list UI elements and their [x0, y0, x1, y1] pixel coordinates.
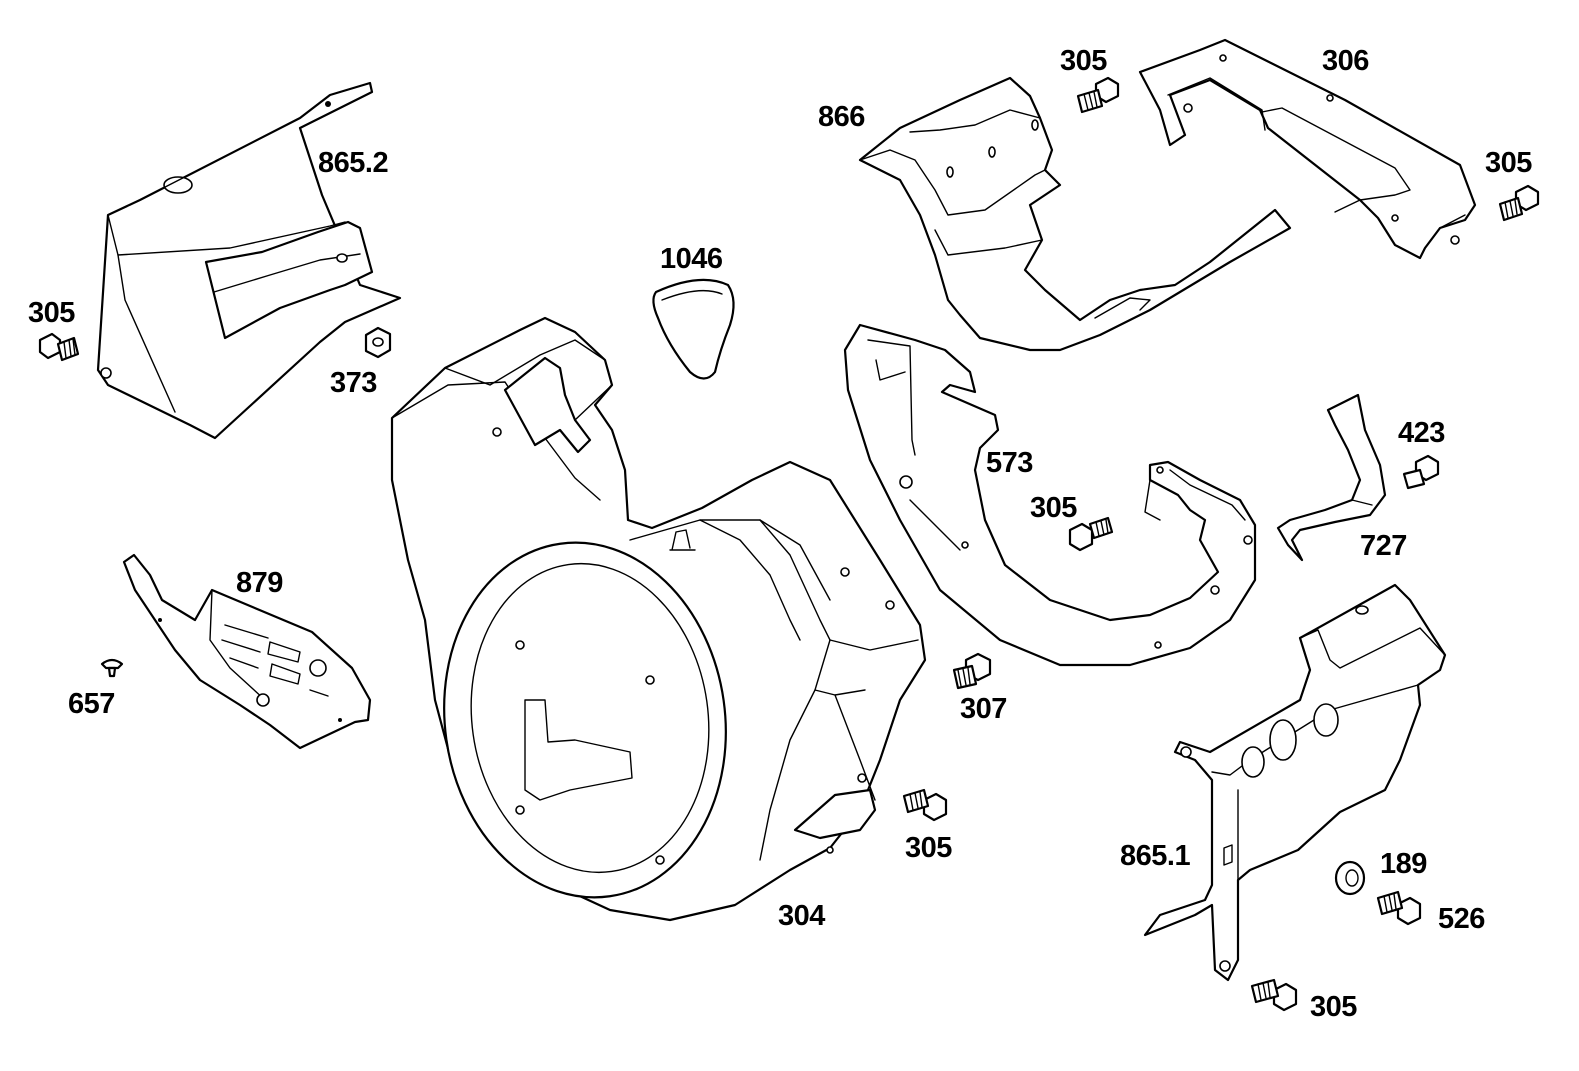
- nut-373: [364, 326, 392, 359]
- washer-189: [1334, 860, 1366, 896]
- bolt-307: [952, 652, 992, 690]
- label-573: 573: [986, 447, 1033, 479]
- part-727-bracket: [1276, 393, 1387, 562]
- bolt-305-top-left: [38, 332, 80, 362]
- bolt-305-top-mid: [1076, 76, 1120, 114]
- label-1046: 1046: [660, 243, 723, 275]
- part-304-blower-housing: [390, 316, 927, 922]
- part-866-shroud: [858, 76, 1292, 352]
- label-657: 657: [68, 688, 115, 720]
- label-305-low-mid: 305: [905, 832, 952, 864]
- part-865-1-shroud: [1143, 583, 1447, 982]
- part-865-2-shroud: [96, 81, 402, 440]
- bolt-423: [1402, 454, 1440, 490]
- part-1046-pad: [652, 278, 735, 380]
- bolt-305-low-mid: [902, 788, 948, 822]
- screw-657: [100, 658, 124, 678]
- bolt-526: [1376, 890, 1422, 926]
- label-727: 727: [1360, 530, 1407, 562]
- label-305-top-right: 305: [1485, 147, 1532, 179]
- label-865-1: 865.1: [1120, 840, 1190, 872]
- part-573-shroud: [843, 323, 1257, 667]
- label-866: 866: [818, 101, 865, 133]
- label-305-top-mid: 305: [1060, 45, 1107, 77]
- label-865-2: 865.2: [318, 147, 388, 179]
- part-306-bracket: [1138, 38, 1477, 260]
- label-305-top-left: 305: [28, 297, 75, 329]
- label-306: 306: [1322, 45, 1369, 77]
- label-304: 304: [778, 900, 825, 932]
- part-879-plate: [122, 553, 372, 750]
- label-305-mid: 305: [1030, 492, 1077, 524]
- label-423: 423: [1398, 417, 1445, 449]
- label-307: 307: [960, 693, 1007, 725]
- label-373: 373: [330, 367, 377, 399]
- bolt-305-bottom-right: [1250, 978, 1298, 1012]
- label-305-bottom-right: 305: [1310, 991, 1357, 1023]
- bolt-305-mid: [1068, 516, 1114, 552]
- bolt-305-top-right: [1498, 184, 1540, 222]
- label-879: 879: [236, 567, 283, 599]
- label-526: 526: [1438, 903, 1485, 935]
- label-189: 189: [1380, 848, 1427, 880]
